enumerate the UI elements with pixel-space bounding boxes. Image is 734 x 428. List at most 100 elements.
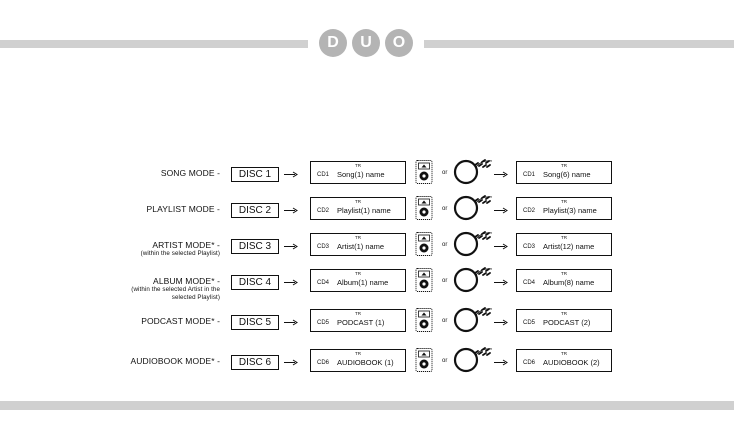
ipod-icon [415, 268, 433, 292]
mode-label: SONG MODE - [161, 168, 220, 178]
ipod-icon [415, 160, 433, 184]
mode-label: PODCAST MODE* - [141, 316, 220, 326]
arrow-right-icon [284, 171, 298, 178]
duo-logo: D U O [319, 29, 415, 59]
cd-indicator: CD3 [523, 244, 536, 250]
or-label: or [442, 242, 448, 248]
track-indicator: TR [561, 271, 567, 276]
rotary-knob-icon [453, 267, 493, 293]
or-label: or [442, 206, 448, 212]
ipod-icon [415, 348, 433, 372]
mode-name: ALBUM MODE* - [153, 276, 220, 286]
disc-button[interactable]: DISC 6 [231, 355, 279, 370]
display-before: TR CD1 Song(1) name [310, 161, 406, 184]
display-text: Artist(12) name [543, 242, 595, 251]
mode-name: PLAYLIST MODE - [146, 204, 220, 214]
display-after: TR CD6 AUDIOBOOK (2) [516, 349, 612, 372]
mode-name: AUDIOBOOK MODE* - [130, 356, 220, 366]
arrow-right-icon [494, 207, 508, 214]
mode-label: ALBUM MODE* - (within the selected Artis… [124, 276, 220, 301]
logo-letter-d: D [319, 29, 347, 57]
display-text: Album(1) name [337, 278, 389, 287]
display-text: Artist(1) name [337, 242, 385, 251]
display-after: TR CD3 Artist(12) name [516, 233, 612, 256]
arrow-right-icon [284, 319, 298, 326]
display-text: Song(1) name [337, 170, 385, 179]
rotary-knob-icon [453, 195, 493, 221]
rotary-knob-icon [453, 347, 493, 373]
ipod-icon [415, 308, 433, 332]
arrow-right-icon [494, 359, 508, 366]
arrow-right-icon [284, 279, 298, 286]
mode-name: SONG MODE - [160, 168, 220, 178]
track-indicator: TR [561, 163, 567, 168]
cd-indicator: CD6 [317, 360, 330, 366]
mode-row-5: PODCAST MODE* - DISC 5 TR CD5 PODCAST (1… [0, 307, 734, 346]
ipod-icon [415, 196, 433, 220]
logo-letter-u: U [352, 29, 380, 57]
disc-button[interactable]: DISC 5 [231, 315, 279, 330]
track-indicator: TR [561, 235, 567, 240]
display-before: TR CD4 Album(1) name [310, 269, 406, 292]
cd-indicator: CD2 [523, 208, 536, 214]
mode-label: AUDIOBOOK MODE* - [130, 356, 220, 366]
rotary-knob-icon [453, 307, 493, 333]
footer-rule [0, 401, 734, 410]
cd-indicator: CD2 [317, 208, 330, 214]
display-after: TR CD2 Playlist(3) name [516, 197, 612, 220]
disc-button[interactable]: DISC 4 [231, 275, 279, 290]
display-text: Song(6) name [543, 170, 591, 179]
mode-row-2: PLAYLIST MODE - DISC 2 TR CD2 Playlist(1… [0, 195, 734, 234]
ipod-icon [415, 232, 433, 256]
track-indicator: TR [355, 199, 361, 204]
cd-indicator: CD4 [317, 280, 330, 286]
arrow-right-icon [494, 319, 508, 326]
mode-name: ARTIST MODE* - [152, 240, 220, 250]
display-after: TR CD1 Song(6) name [516, 161, 612, 184]
arrow-right-icon [284, 243, 298, 250]
mode-row-6: AUDIOBOOK MODE* - DISC 6 TR CD6 AUDIOBOO… [0, 347, 734, 386]
track-indicator: TR [355, 351, 361, 356]
cd-indicator: CD3 [317, 244, 330, 250]
cd-indicator: CD5 [523, 320, 536, 326]
mode-row-4: ALBUM MODE* - (within the selected Artis… [0, 267, 734, 306]
mode-note: (within the selected Artist in the selec… [131, 286, 220, 301]
or-label: or [442, 318, 448, 324]
or-label: or [442, 170, 448, 176]
cd-indicator: CD1 [523, 172, 536, 178]
mode-note: (within the selected Playlist) [140, 250, 220, 257]
track-indicator: TR [355, 163, 361, 168]
mode-label: PLAYLIST MODE - [147, 204, 220, 214]
display-before: TR CD2 Playlist(1) name [310, 197, 406, 220]
track-indicator: TR [561, 351, 567, 356]
or-label: or [442, 358, 448, 364]
display-text: AUDIOBOOK (1) [337, 358, 394, 367]
track-indicator: TR [561, 311, 567, 316]
cd-indicator: CD4 [523, 280, 536, 286]
cd-indicator: CD1 [317, 172, 330, 178]
header-rule-left [0, 40, 308, 48]
display-before: TR CD5 PODCAST (1) [310, 309, 406, 332]
cd-indicator: CD5 [317, 320, 330, 326]
arrow-right-icon [284, 207, 298, 214]
arrow-right-icon [494, 243, 508, 250]
track-indicator: TR [355, 235, 361, 240]
rotary-knob-icon [453, 159, 493, 185]
disc-button[interactable]: DISC 1 [231, 167, 279, 182]
mode-row-3: ARTIST MODE* - (within the selected Play… [0, 231, 734, 270]
display-text: PODCAST (1) [337, 318, 385, 327]
or-label: or [442, 278, 448, 284]
disc-button[interactable]: DISC 2 [231, 203, 279, 218]
track-indicator: TR [355, 271, 361, 276]
mode-label: ARTIST MODE* - (within the selected Play… [141, 240, 220, 258]
display-after: TR CD4 Album(8) name [516, 269, 612, 292]
track-indicator: TR [561, 199, 567, 204]
display-text: Playlist(1) name [337, 206, 391, 215]
display-text: PODCAST (2) [543, 318, 591, 327]
cd-indicator: CD6 [523, 360, 536, 366]
header-rule-right [424, 40, 734, 48]
display-before: TR CD3 Artist(1) name [310, 233, 406, 256]
disc-button[interactable]: DISC 3 [231, 239, 279, 254]
arrow-right-icon [494, 171, 508, 178]
display-text: Album(8) name [543, 278, 595, 287]
